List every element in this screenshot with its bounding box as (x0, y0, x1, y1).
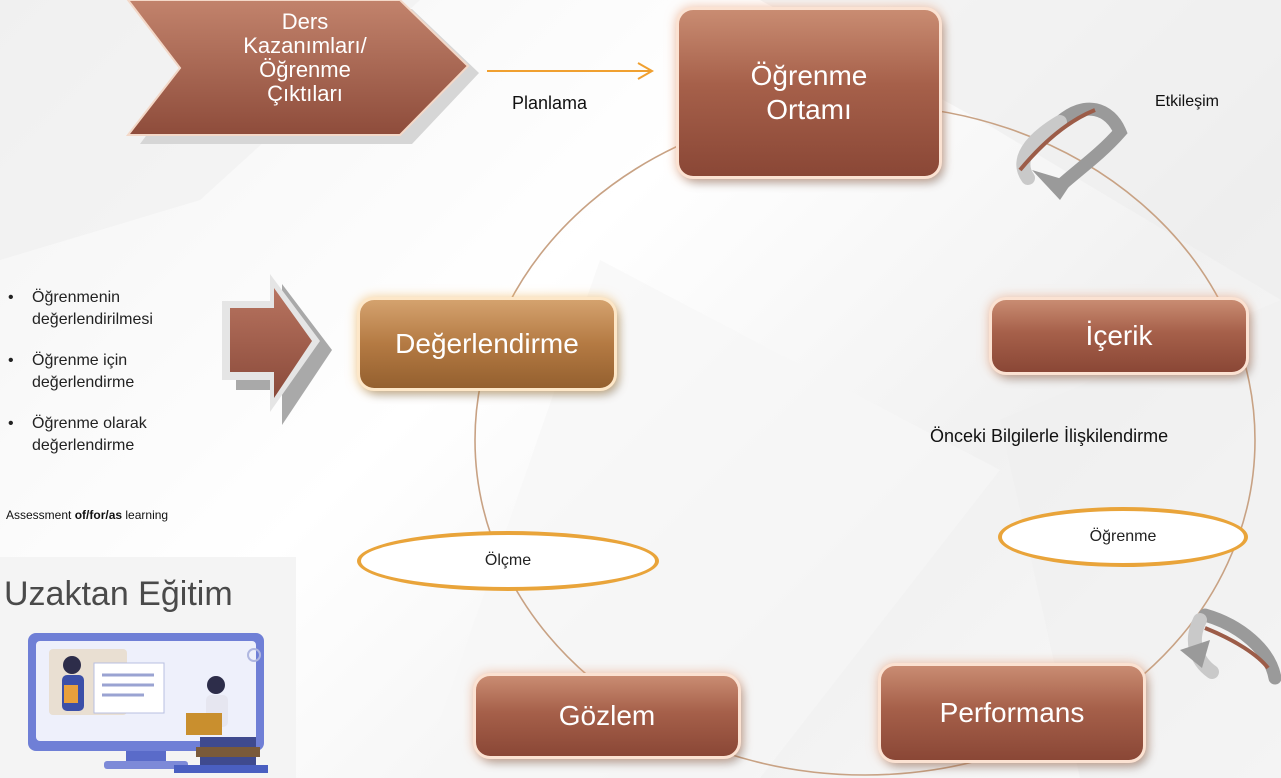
assessment-bullets: • Öğrenmenin değerlendirilmesi • Öğrenme… (8, 287, 218, 476)
ellipse-ogrenme-label: Öğrenme (1089, 528, 1157, 545)
big-arrow-right (222, 274, 332, 425)
bullet-marker: • (8, 289, 14, 306)
node-performans-label: Performans (939, 697, 1085, 729)
bullet-text: Öğrenme için değerlendirme (32, 352, 135, 391)
remote-learning-illustration (28, 633, 268, 773)
etkilesim-curved-arrow (1016, 102, 1128, 200)
ellipse-olcme-label: Ölçme (484, 552, 532, 569)
onceki-bilgiler-label: Önceki Bilgilerle İlişkilendirme (930, 426, 1169, 446)
bullet-text: Öğrenmenin değerlendirilmesi (32, 289, 153, 328)
planlama-arrow (487, 62, 655, 80)
node-icerik: İçerik (992, 300, 1246, 372)
bullet-marker: • (8, 352, 14, 369)
assessment-caption: Assessment of/for/as learning (6, 508, 168, 522)
assessment-bold: of/for/as (74, 508, 123, 522)
uzaktan-egitim-title: Uzaktan Eğitim (4, 575, 233, 613)
node-performans: Performans (881, 666, 1143, 760)
bullet-item: • Öğrenme için değerlendirme (8, 350, 218, 394)
ellipse-olcme: Ölçme (357, 531, 659, 591)
assessment-prefix: Assessment (6, 508, 75, 522)
bullet-item: • Öğrenme olarak değerlendirme (8, 413, 218, 457)
etkilesim-label: Etkileşim (1155, 93, 1220, 110)
ders-kazanimlari-chevron (125, 0, 479, 144)
bottom-right-curved-arrow (1180, 608, 1281, 685)
bullet-text: Öğrenme olarak değerlendirme (32, 415, 147, 454)
node-ogrenme-ortami: Öğrenme Ortamı (679, 10, 939, 176)
node-icerik-label: İçerik (1085, 320, 1153, 352)
node-degerlendirme: Değerlendirme (360, 300, 614, 388)
planlama-label: Planlama (512, 93, 588, 113)
node-gozlem-label: Gözlem (558, 700, 656, 732)
node-degerlendirme-label: Değerlendirme (395, 328, 579, 360)
assessment-suffix: learning (122, 508, 169, 522)
ders-kazanimlari-label: Ders Kazanımları/ Öğrenme Çıktıları (243, 9, 367, 106)
node-ogrenme-ortami-label: Öğrenme Ortamı (750, 60, 868, 125)
bullet-item: • Öğrenmenin değerlendirilmesi (8, 287, 218, 331)
node-gozlem: Gözlem (476, 676, 738, 756)
ellipse-ogrenme: Öğrenme (998, 507, 1248, 567)
bullet-marker: • (8, 415, 14, 432)
